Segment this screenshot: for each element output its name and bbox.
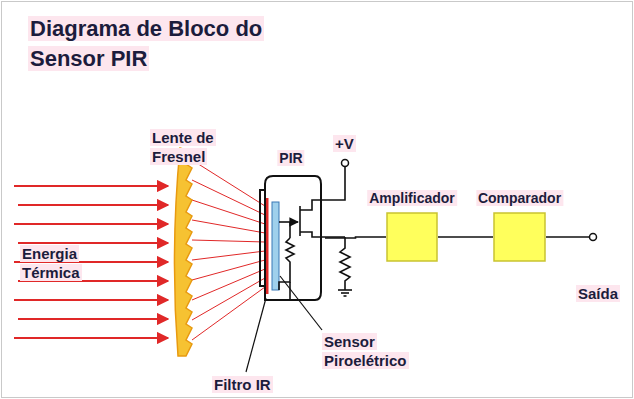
light-ray [192, 200, 265, 224]
leader-line [280, 276, 322, 330]
heat-arrow [14, 185, 168, 187]
block-heading: Amplificador [367, 189, 457, 207]
heat-arrow [14, 223, 168, 225]
leader-line [246, 298, 266, 372]
part-label: +V [333, 134, 373, 153]
fresnel-lens [174, 148, 192, 356]
part-label: Saída [576, 284, 634, 303]
block-heading: PIR [277, 149, 304, 167]
part-label: Energia Térmica [20, 244, 102, 282]
focused-rays [192, 160, 265, 340]
supply-terminal [342, 160, 349, 167]
heat-arrow [14, 337, 168, 339]
part-label: Filtro IR [212, 375, 312, 394]
pyroelectric-element [272, 202, 279, 290]
label-text: +V [333, 135, 356, 152]
light-ray [192, 160, 265, 206]
heat-arrow [14, 299, 168, 301]
heading-text: Amplificador [367, 190, 457, 206]
output-terminal [590, 234, 597, 241]
heat-arrow [18, 318, 168, 320]
light-ray [192, 251, 265, 260]
heat-arrow [18, 242, 168, 244]
signal-wire [438, 236, 493, 238]
light-ray [192, 220, 265, 233]
node-outline [386, 212, 438, 262]
heat-arrows [14, 186, 168, 338]
heading-text: Comparador [476, 190, 563, 206]
signal-wire [325, 237, 386, 238]
block-fill [387, 213, 437, 261]
title-text: Diagrama de Bloco do Sensor PIR [28, 16, 264, 71]
load-resistor [338, 237, 352, 296]
housing-outline [260, 176, 321, 300]
block-fill [494, 213, 545, 261]
signal-block: Comparador [493, 212, 546, 262]
light-ray [192, 180, 265, 215]
label-text: Energia Térmica [20, 245, 82, 281]
node-outline [493, 212, 546, 262]
light-ray [192, 260, 265, 280]
part-label: Sensor Piroelétrico [322, 332, 432, 370]
signal-block: Amplificador [386, 212, 438, 262]
heat-arrow [18, 204, 168, 206]
output-wire [546, 236, 589, 238]
light-ray [192, 240, 265, 242]
label-text: Saída [576, 285, 620, 302]
block-heading: Comparador [476, 189, 563, 207]
part-label: Lente de Fresnel [150, 128, 234, 166]
label-text: Sensor Piroelétrico [322, 333, 409, 369]
label-text: Lente de Fresnel [150, 129, 216, 165]
node-outline [257, 172, 325, 304]
light-ray [192, 287, 265, 340]
sensor-housing: PIR [257, 172, 325, 304]
heading-text: PIR [277, 150, 304, 166]
diagram-title: Diagrama de Bloco do Sensor PIR [28, 14, 278, 74]
jfet-symbol [279, 167, 345, 300]
label-text: Filtro IR [212, 376, 273, 393]
